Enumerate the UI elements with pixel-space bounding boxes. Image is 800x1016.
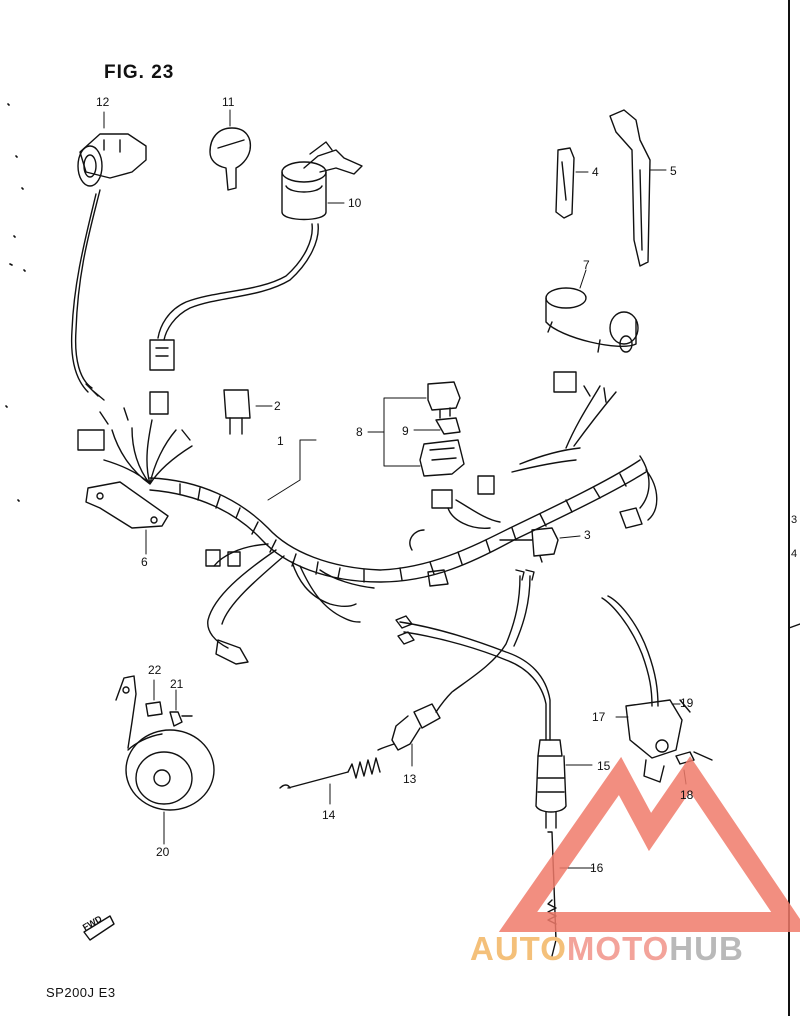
- part-1-wiring-harness: [77, 371, 658, 665]
- model-code: SP200J E3: [46, 985, 116, 1000]
- callout-5: 5: [670, 164, 677, 178]
- callout-2: 2: [274, 399, 281, 413]
- watermark-part-moto: MOTO: [566, 930, 670, 967]
- part-13-rear-brake-switch: [377, 703, 441, 751]
- callout-8: 8: [356, 425, 363, 439]
- frame-tick: [788, 623, 800, 629]
- part-10-ignition-switch: [149, 141, 363, 371]
- part-15-front-brake-switch: [535, 739, 567, 829]
- callout-13: 13: [403, 772, 417, 786]
- callout-6: 6: [141, 555, 148, 569]
- callout-15: 15: [597, 759, 611, 773]
- edge-mark-3: 3: [791, 514, 798, 526]
- watermark-part-auto: AUTO: [470, 930, 567, 967]
- part-4-clamp: [555, 147, 575, 219]
- callout-12: 12: [96, 95, 110, 109]
- callout-11: 11: [222, 95, 235, 109]
- callout-19: 19: [680, 696, 694, 710]
- part-7-ignition-coil: [545, 287, 639, 353]
- part-21-22-bolt-nut: [145, 701, 193, 727]
- part-5-long-clamp: [609, 109, 651, 267]
- part-20-horn: [115, 675, 215, 811]
- part-17-19-switch-assembly: [601, 595, 713, 783]
- callout-1: 1: [277, 434, 284, 448]
- part-14-spring-rod: [279, 757, 381, 789]
- part-12-handlebar-switch: [70, 133, 147, 401]
- callout-9: 9: [402, 424, 409, 438]
- fwd-arrow-icon: [83, 915, 115, 941]
- scan-speckles: [5, 103, 26, 502]
- part-6-bracket: [85, 481, 169, 529]
- lower-harness-branch: [395, 569, 551, 741]
- callout-20: 20: [156, 845, 170, 859]
- callout-14: 14: [322, 808, 336, 822]
- edge-mark-4: 4: [791, 548, 798, 560]
- figure-title: FIG. 23: [104, 62, 175, 83]
- callout-17: 17: [592, 710, 606, 724]
- automotohub-watermark-logo: [498, 756, 800, 932]
- callout-21: 21: [170, 677, 184, 691]
- callout-22: 22: [148, 663, 162, 677]
- watermark-part-hub: HUB: [669, 930, 744, 967]
- part-11-key: [209, 127, 252, 191]
- callout-4: 4: [592, 165, 599, 179]
- callout-18: 18: [680, 788, 694, 802]
- callout-7: 7: [583, 258, 590, 272]
- watermark-text: AUTOMOTOHUB: [470, 930, 744, 968]
- part-8-9-relay-assembly: [419, 381, 465, 477]
- callout-leader-lines: [103, 109, 687, 869]
- callout-16: 16: [590, 861, 604, 875]
- callout-3: 3: [584, 528, 591, 542]
- callout-10: 10: [348, 196, 362, 210]
- part-2-relay: [223, 389, 251, 435]
